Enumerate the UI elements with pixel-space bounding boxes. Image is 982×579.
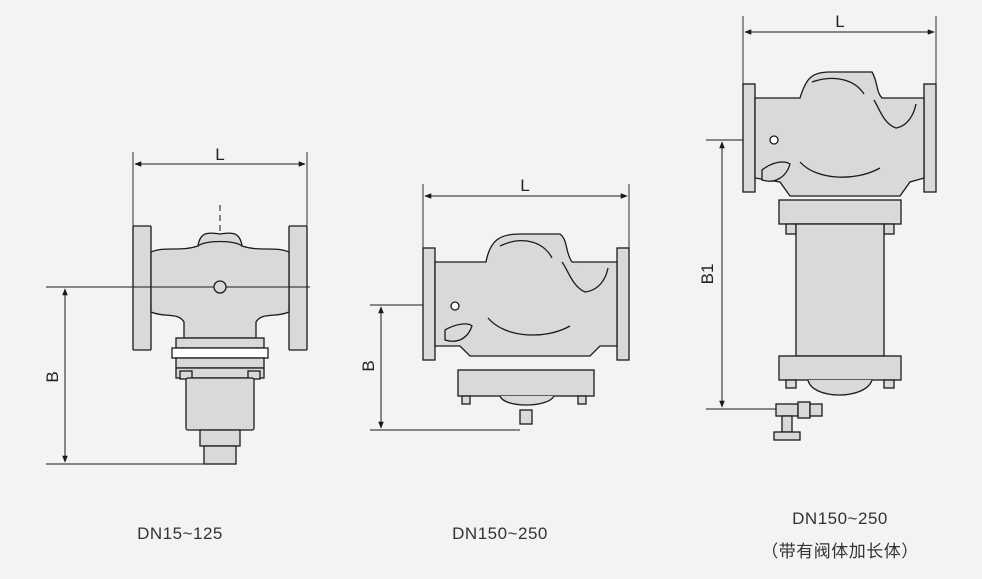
caption-dn150-250: DN150~250	[452, 524, 548, 543]
dim-label-L-dn150: L	[520, 176, 529, 195]
dim-label-B1-dn150-ext: B1	[698, 264, 717, 285]
dim-label-L-dn150-ext: L	[835, 12, 844, 31]
caption-dn150-250-extended: DN150~250	[792, 509, 888, 528]
valve-drawing-dn15-125	[46, 152, 310, 465]
valve-drawing-dn150-250-extended	[706, 16, 937, 441]
caption-extended-note: （带有阀体加长体）	[761, 542, 919, 561]
valve-drawing-dn150-250	[370, 184, 630, 431]
dim-label-L-dn15: L	[215, 145, 224, 164]
caption-dn15-125: DN15~125	[137, 524, 223, 543]
dim-label-B-dn150: B	[359, 360, 378, 371]
dim-label-B-dn15: B	[43, 371, 62, 382]
